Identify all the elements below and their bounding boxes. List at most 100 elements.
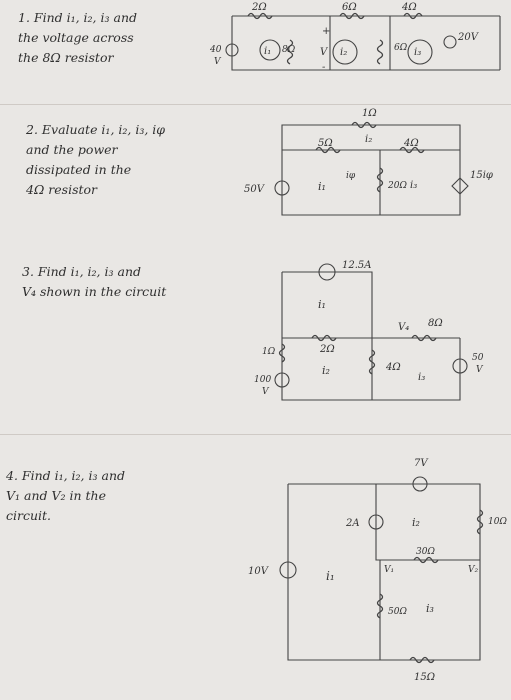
label: 1Ω xyxy=(362,108,377,119)
voltage-source-40v xyxy=(225,43,239,57)
resistor-1ohm xyxy=(351,121,377,129)
resistor-6ohm-top xyxy=(339,12,365,20)
current-source-2a xyxy=(368,514,384,530)
problem-4-line: circuit. xyxy=(6,508,52,523)
label: i₂ xyxy=(322,364,330,377)
problem-3-statement: 3. Find i₁, i₂, i₃ and V₄ shown in the c… xyxy=(22,262,166,302)
voltage-source-10v xyxy=(279,561,297,579)
label: 40 xyxy=(209,45,222,55)
resistor-2ohm xyxy=(311,334,337,342)
circuit-4: 7V 2A i₂ 10Ω 10V i₁ V₁ 30Ω V₂ 50Ω i₃ 15Ω xyxy=(248,458,507,683)
label: 6Ω xyxy=(394,43,408,53)
label: 2Ω xyxy=(251,2,267,13)
voltage-source-50v xyxy=(274,180,290,196)
label: 1Ω xyxy=(262,347,276,357)
current-source-i1 xyxy=(259,39,281,61)
label: 10V xyxy=(248,566,270,577)
voltage-source-20v xyxy=(443,35,457,49)
label: + xyxy=(322,26,330,37)
dependent-source xyxy=(451,177,469,195)
voltage-source-7v xyxy=(412,476,428,492)
label: 2Ω xyxy=(319,344,335,355)
problem-1-statement: 1. Find i₁, i₂, i₃ and the voltage acros… xyxy=(18,8,137,68)
label: i₃ xyxy=(418,372,425,383)
resistor-6ohm xyxy=(376,39,384,65)
resistor-4ohm xyxy=(399,146,425,154)
label: V xyxy=(262,387,270,397)
label: 15iφ xyxy=(470,170,493,181)
label: V xyxy=(476,365,484,375)
label: 10Ω xyxy=(488,517,507,527)
problem-2-line: 4Ω resistor xyxy=(26,182,98,197)
problem-4-statement: 4. Find i₁, i₂, i₃ and V₁ and V₂ in the … xyxy=(6,466,125,526)
fold-line xyxy=(0,104,511,105)
label: i₃ xyxy=(426,602,434,615)
label: V₄ xyxy=(398,322,409,333)
label: i₂ xyxy=(412,516,420,529)
label: 50 xyxy=(472,353,484,363)
resistor-2ohm xyxy=(247,12,273,20)
label: 30Ω xyxy=(416,547,435,557)
label: 4Ω xyxy=(401,2,417,13)
resistor-50ohm xyxy=(376,593,384,619)
label: 100 xyxy=(254,375,271,385)
label: 4Ω xyxy=(385,362,401,373)
resistor-10ohm xyxy=(476,509,484,535)
problem-4-line: 4. Find i₁, i₂, i₃ and xyxy=(6,468,125,483)
mesh-i2 xyxy=(332,39,358,65)
voltage-source-50v xyxy=(452,358,468,374)
mesh-i3 xyxy=(407,39,433,65)
label: 8Ω xyxy=(282,45,296,55)
label: i₁ xyxy=(318,180,326,193)
resistor-4ohm xyxy=(368,349,376,375)
label: 2A xyxy=(345,518,360,529)
label: 8Ω xyxy=(428,318,443,329)
resistor-8ohm xyxy=(286,39,294,65)
problem-2-line: and the power xyxy=(26,142,118,157)
problem-1-line: the voltage across xyxy=(18,30,134,45)
resistor-1ohm xyxy=(278,343,286,363)
fold-line xyxy=(0,434,511,435)
label: 6Ω xyxy=(342,2,357,13)
label: V xyxy=(320,47,329,58)
label: 15Ω xyxy=(414,672,435,683)
resistor-4ohm xyxy=(403,12,423,20)
label: V₂ xyxy=(468,565,478,575)
label: 20V xyxy=(457,32,480,43)
label: i₂ xyxy=(340,47,347,58)
label: 7V xyxy=(414,458,429,469)
problem-3-line: 3. Find i₁, i₂, i₃ and xyxy=(22,264,141,279)
problem-4-line: V₁ and V₂ in the xyxy=(6,488,106,503)
resistor-5ohm xyxy=(315,146,341,154)
problem-2-line: dissipated in the xyxy=(26,162,132,177)
current-source-12-5a xyxy=(318,263,336,281)
voltage-source-100v xyxy=(274,372,290,388)
label: iφ xyxy=(346,171,356,181)
resistor-15ohm xyxy=(409,656,435,664)
label: 50Ω xyxy=(388,607,407,617)
resistor-20ohm xyxy=(376,167,384,193)
label: 12.5A xyxy=(342,260,372,271)
label: i₁ xyxy=(318,298,326,311)
problem-1-line: 1. Find i₁, i₂, i₃ and xyxy=(18,10,137,25)
resistor-30ohm xyxy=(413,556,439,564)
label: 20Ω xyxy=(387,181,407,191)
label: V₁ xyxy=(384,565,394,575)
label: i₂ xyxy=(365,134,372,145)
resistor-8ohm xyxy=(411,334,437,342)
problem-3-line: V₄ shown in the circuit xyxy=(22,284,167,299)
problem-2-statement: 2. Evaluate i₁, i₂, i₃, iφ and the power… xyxy=(26,120,165,200)
label: i₁ xyxy=(326,569,335,583)
circuit-2: 1Ω 5Ω 4Ω i₂ 50V i₁ iφ 20Ω i₃ 15iφ xyxy=(244,108,493,216)
label: i₃ xyxy=(414,47,421,58)
label: i₃ xyxy=(410,180,417,191)
label: - xyxy=(322,62,326,73)
label: 50V xyxy=(244,184,266,195)
problem-2-line: 2. Evaluate i₁, i₂, i₃, iφ xyxy=(26,122,166,137)
label: i₁ xyxy=(264,46,271,57)
problem-1-line: the 8Ω resistor xyxy=(18,50,114,65)
circuit-3: 12.5A i₁ V₄ 8Ω 2Ω 1Ω i₂ 4Ω i₃ 50 V 100 V xyxy=(254,260,484,401)
circuit-1: 2Ω 6Ω 4Ω 20V 40 V i₁ 8Ω V + - i₂ 6Ω i₃ xyxy=(209,2,501,73)
